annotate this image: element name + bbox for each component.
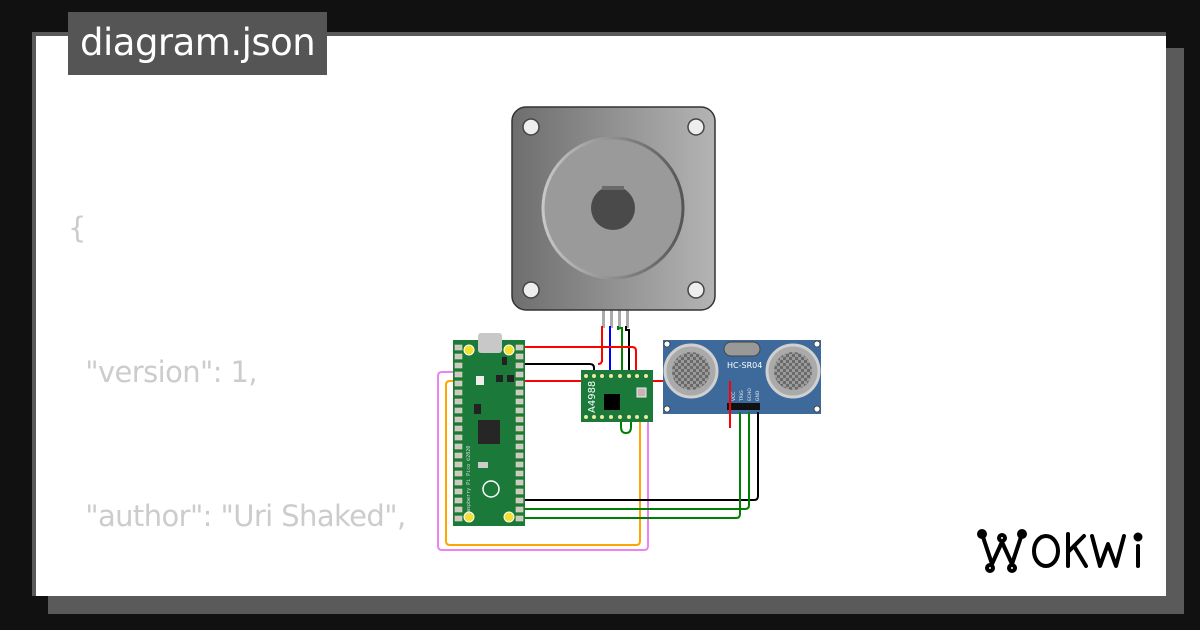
code-listing: { "version": 1, "author": "Uri Shaked", … [68,108,1163,596]
pin-label-vcc: VCC [731,392,737,401]
stepper-motor [511,106,716,328]
a4988-label: A4988 [587,381,598,413]
pico-label: Raspberry Pi Pico ©2020 [466,446,472,515]
logo-text: WOKWi [976,524,980,525]
raspberry-pi-pico: Raspberry Pi Pico ©2020 [453,333,525,526]
a4988-driver: A4988 [581,370,653,422]
sensor-label: HC-SR04 [727,361,762,370]
file-tab: diagram.json [68,12,328,75]
code-line: "version": 1, [68,355,257,389]
pin-label-trig: TRIG [739,390,745,402]
wires [437,326,759,551]
hc-sr04-sensor: HC-SR04 VCC TRIG ECHO GND [663,340,821,414]
code-line: "author": "Uri Shaked", [68,499,406,533]
code-line: { [68,211,86,245]
wokwi-logo: WOKWi [976,524,1143,573]
pin-label-echo: ECHO [747,388,753,401]
pin-label-gnd: GND [755,390,761,401]
